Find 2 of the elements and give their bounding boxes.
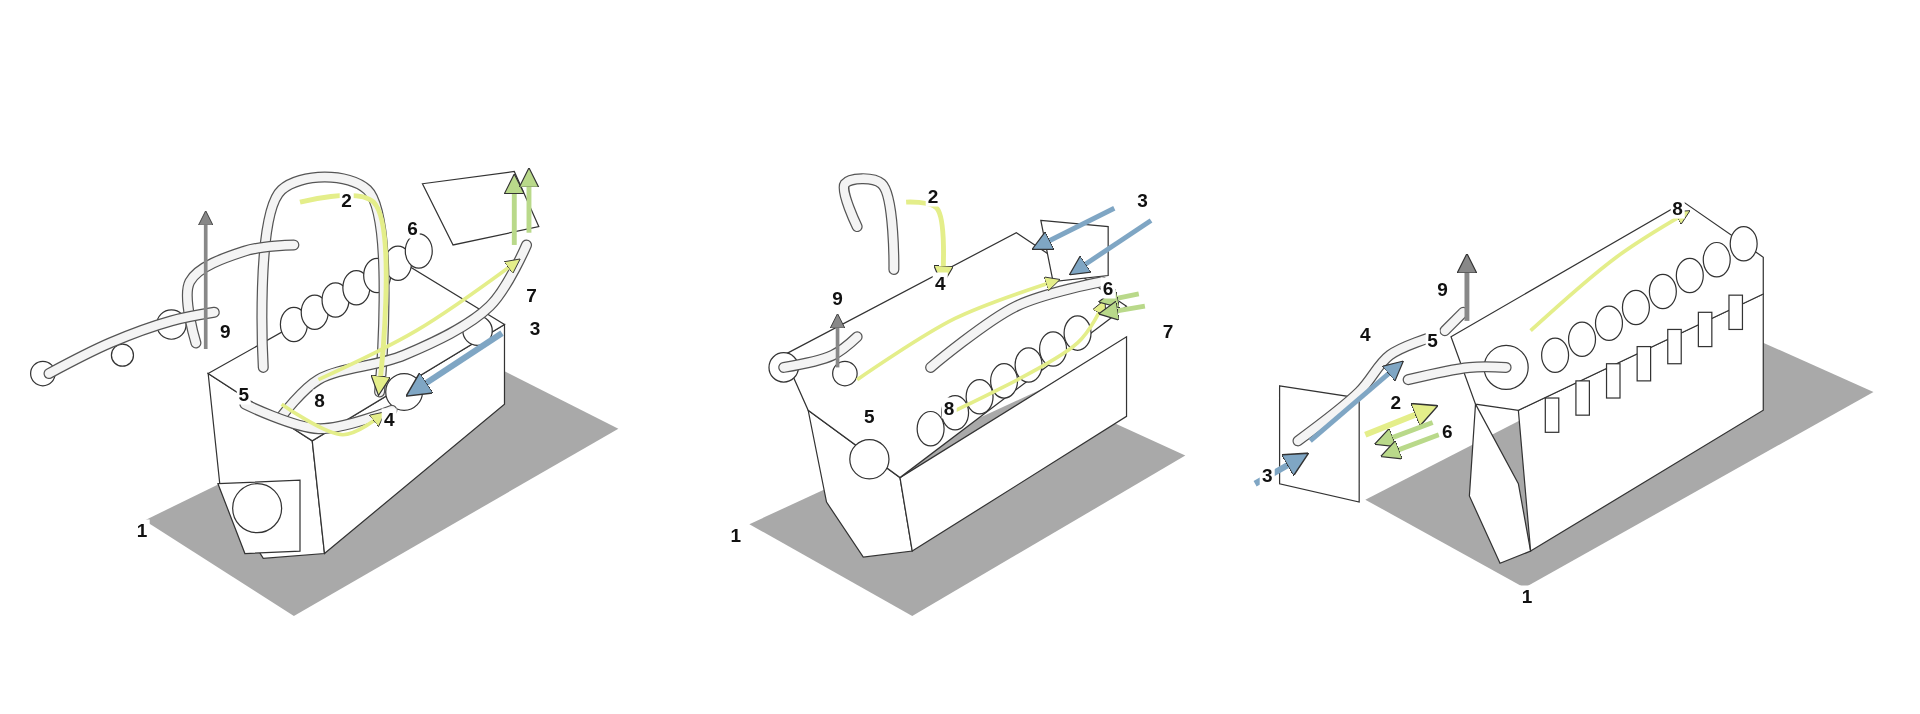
callout-number: 6 [1100,277,1116,299]
callout-number: 8 [941,397,957,419]
